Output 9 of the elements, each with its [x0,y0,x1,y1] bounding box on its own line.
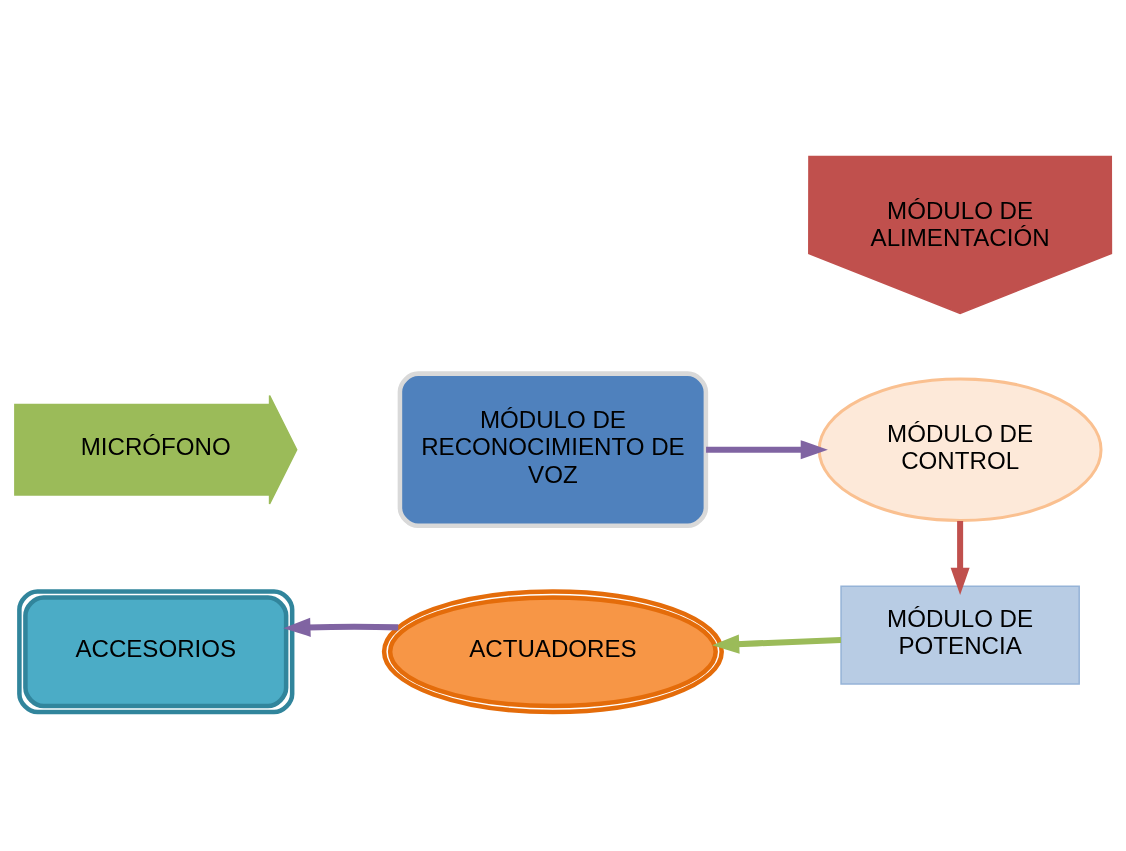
arrow [950,520,970,595]
node-box: MÓDULO DE RECONOCIMIENTO DE VOZ [397,370,709,528]
node-box: MÓDULO DE POTENCIA [840,584,1080,685]
arrow [283,617,399,637]
arrow [706,439,828,459]
arrow [712,634,842,654]
node-ellipse: ACTUADORES [381,588,724,714]
node-box: ACCESORIOS [17,588,295,714]
node-ellipse: MÓDULO DE CONTROL [817,376,1103,522]
